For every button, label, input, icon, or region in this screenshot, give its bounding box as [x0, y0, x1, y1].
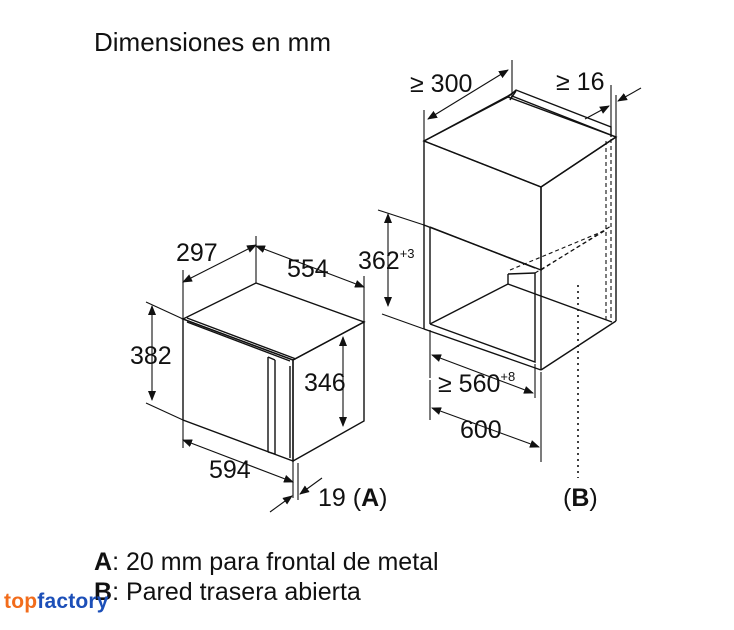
dim-label-niche-height-group: 362+3: [358, 246, 415, 276]
dim-554-line: [255, 245, 365, 288]
dim-297-line: [182, 244, 257, 283]
dim-560-line: [431, 354, 534, 394]
microwave-front: [182, 317, 294, 463]
dim-label-inner-height: 346: [304, 369, 346, 397]
dim-300-line: [427, 69, 509, 120]
note-close: ): [379, 484, 388, 512]
dim-label-depth-min: ≥ 300: [410, 70, 473, 98]
brand-logo-part1: top: [4, 590, 38, 613]
label-b-open: (: [563, 484, 572, 512]
dim-label-front-depth: 19: [318, 484, 346, 512]
dim-label-gap-min: ≥ 16: [556, 68, 605, 96]
dim-19-line: [269, 495, 293, 513]
dim-label-niche-width-group: ≥ 560+8: [438, 369, 515, 399]
note-open: (: [345, 484, 362, 512]
dim-label-front-width: 594: [209, 456, 251, 484]
legend-letter-b: B: [94, 578, 113, 606]
legend-letter-a: A: [94, 548, 113, 576]
note-letter-a: A: [361, 484, 380, 512]
dim-label-depth: 297: [176, 239, 218, 267]
microwave-dimension-lines: [145, 236, 365, 513]
dim-label-niche-height-tol: +3: [399, 246, 415, 261]
label-b-letter: B: [571, 484, 590, 512]
dim-label-niche-width: ≥ 560: [438, 370, 501, 398]
legend-text-a: : 20 mm para frontal de metal: [112, 548, 439, 576]
brand-logo-part2: factory: [37, 590, 109, 613]
microwave-top: [181, 282, 366, 361]
dim-16-line: [584, 105, 610, 120]
dim-label-niche-height: 362: [358, 247, 400, 275]
brand-logo: topfactory: [4, 590, 109, 614]
microwave-side: [292, 320, 365, 463]
dim-label-cabinet-width: 600: [460, 416, 502, 444]
dim-label-height: 382: [130, 342, 172, 370]
page-title: Dimensiones en mm: [94, 27, 331, 57]
dim-594-line: [182, 439, 294, 483]
dim-label-front-depth-group: 19 (A): [318, 484, 387, 513]
legend-item-a: A: 20 mm para frontal de metal: [94, 548, 439, 577]
dim-label-niche-width-tol: +8: [500, 369, 516, 384]
legend-item-b: B: Pared trasera abierta: [94, 578, 361, 607]
dim-600-line: [431, 407, 540, 448]
dim-label-width: 554: [287, 255, 329, 283]
label-b-group: (B): [563, 484, 598, 513]
cabinet-dimension-lines: [377, 60, 642, 462]
cabinet-outline: [422, 89, 618, 371]
cabinet-hidden-lines: [509, 139, 612, 320]
legend-text-b: : Pared trasera abierta: [112, 578, 361, 606]
label-b-close: ): [589, 484, 598, 512]
